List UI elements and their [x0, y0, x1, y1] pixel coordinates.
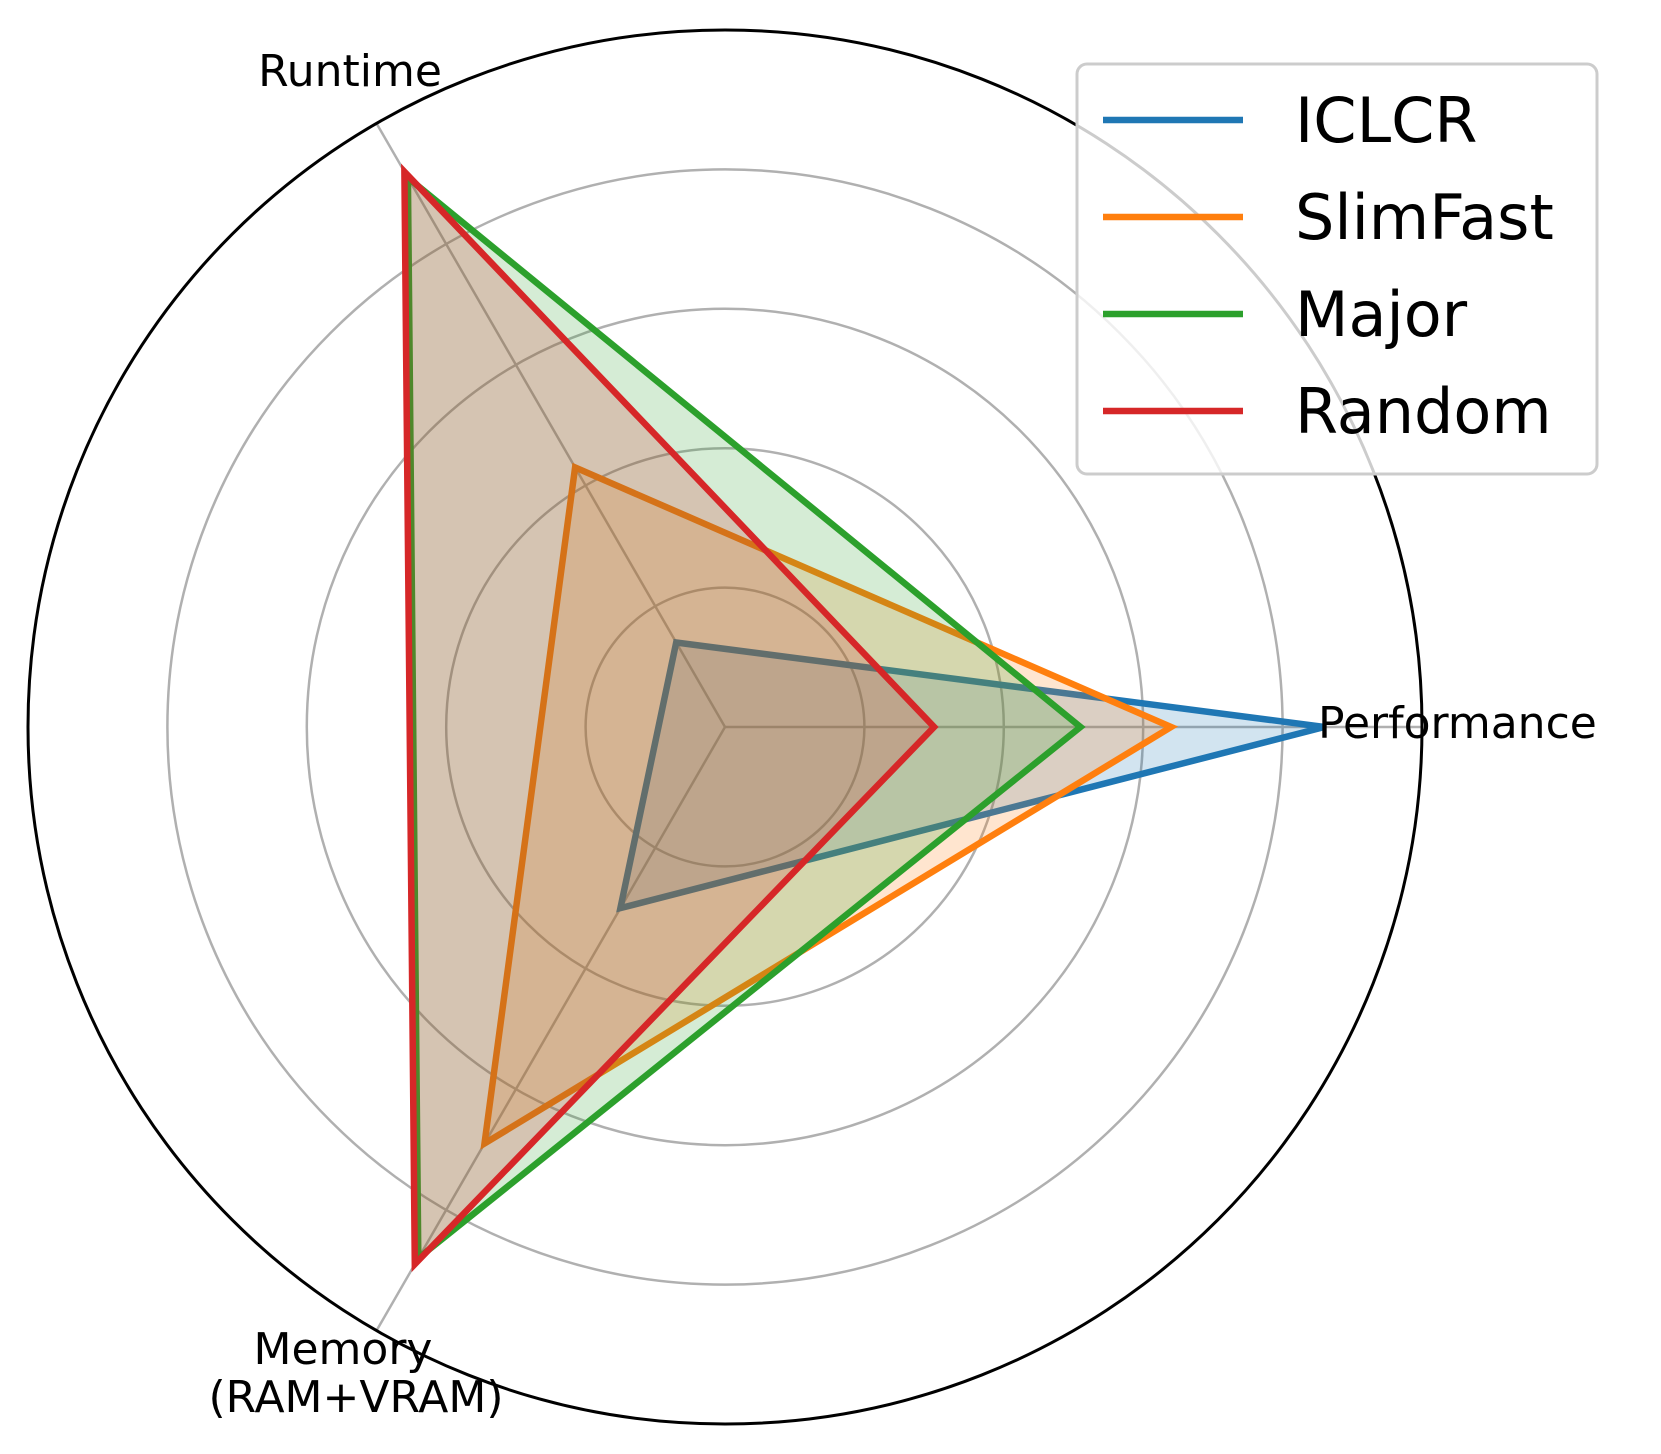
- series-area-random: [404, 171, 935, 1265]
- legend-label-random: Random: [1295, 375, 1552, 448]
- legend-label-slimfast: SlimFast: [1295, 181, 1554, 254]
- series-layer: [401, 163, 1326, 1273]
- legend-label-major: Major: [1295, 278, 1468, 351]
- axis-label-runtime: Runtime: [258, 46, 442, 97]
- legend-frame: [1075, 62, 1599, 476]
- series-area-iclcr: [620, 642, 1325, 909]
- series-line-major: [404, 170, 1086, 1265]
- series-line-random: [401, 163, 939, 1273]
- series-area-major: [407, 177, 1081, 1259]
- radar-grid: [26, 28, 1424, 1426]
- grid-spoke: [375, 122, 727, 728]
- axis-label-performance: Performance: [1318, 698, 1597, 749]
- outer-frame: [26, 28, 1424, 1426]
- series-line-slimfast: [480, 462, 1179, 1150]
- legend-label-iclcr: ICLCR: [1295, 84, 1478, 157]
- grid-spoke: [375, 726, 727, 1332]
- axis-label-memory: Memory (RAM+VRAM): [208, 1324, 503, 1423]
- series-area-slimfast: [484, 467, 1172, 1144]
